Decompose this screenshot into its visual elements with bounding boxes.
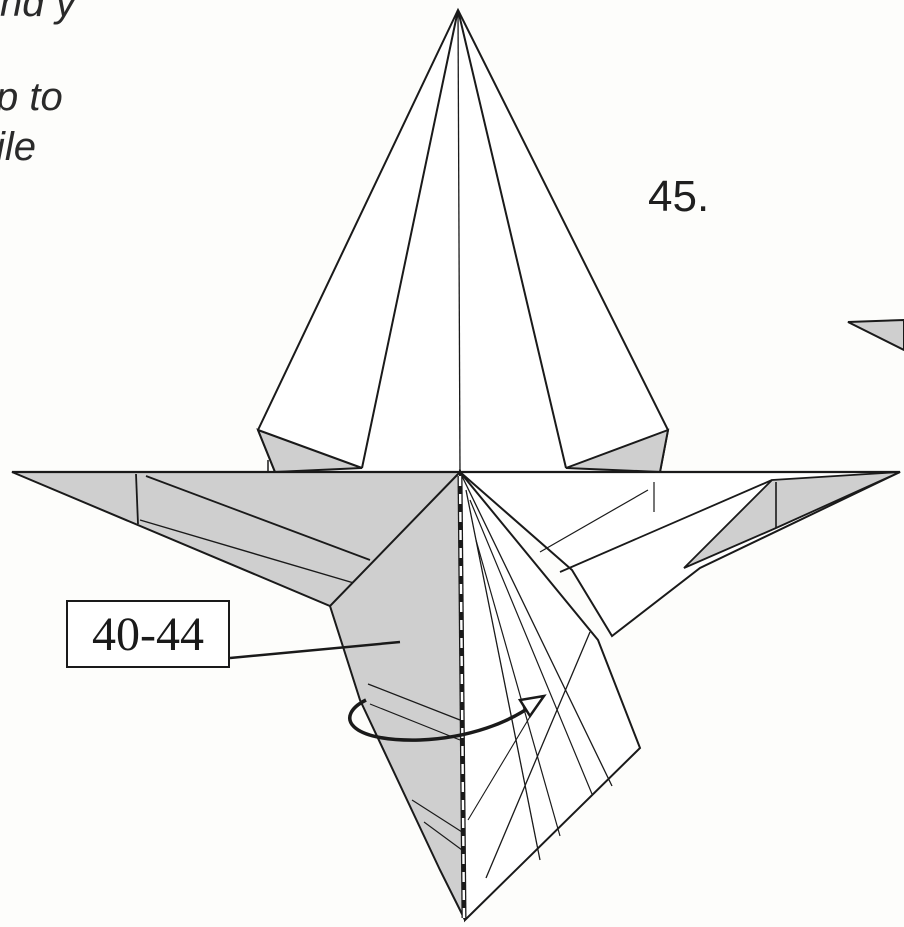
step-number: 45. [648,172,709,222]
reference-steps-label: 40-44 [92,607,204,662]
next-step-partial-shape [848,320,904,350]
upper-pyramid [258,10,668,472]
reference-steps-box: 40-44 [66,600,230,668]
